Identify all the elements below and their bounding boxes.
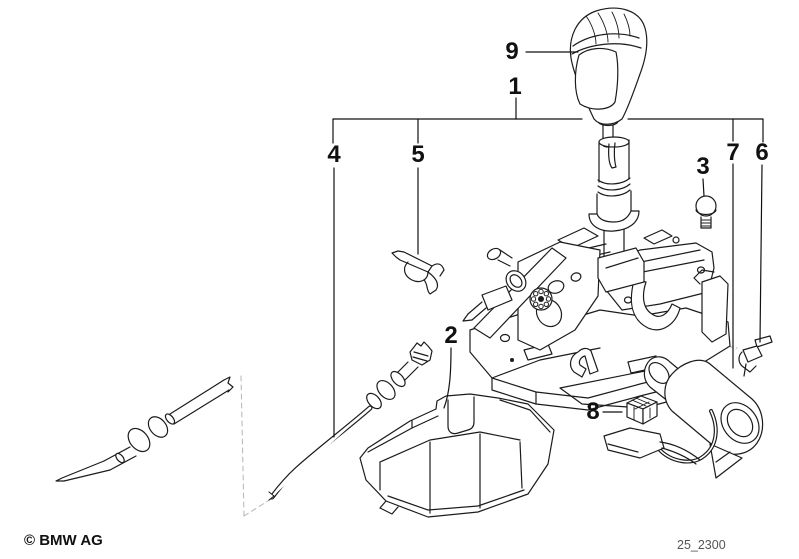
shift-mechanism-assembly-drawing <box>462 225 731 411</box>
ball-bolt-drawing <box>695 195 717 229</box>
spring-clip-drawing <box>391 250 445 295</box>
bowden-cable-left-segment-drawing <box>55 376 234 482</box>
callout-2: 2 <box>444 322 458 349</box>
callout-4: 4 <box>327 141 341 168</box>
callout-6: 6 <box>755 139 769 166</box>
copyright-text: © BMW AG <box>24 532 103 549</box>
callout-3: 3 <box>696 153 710 180</box>
plug-connector-drawing <box>626 395 658 425</box>
solenoid-wire-drawing <box>656 409 718 464</box>
flat-connector-drawing <box>603 427 701 465</box>
cover-bracket-drawing <box>359 393 555 518</box>
callout-7: 7 <box>726 139 740 166</box>
shift-knob-drawing <box>569 7 648 125</box>
callout-leader-lines <box>332 51 764 438</box>
retaining-clip-drawing <box>738 335 773 377</box>
callout-5: 5 <box>411 141 425 168</box>
callout-8: 8 <box>586 398 600 425</box>
callout-1: 1 <box>508 73 522 100</box>
drawing-number: 25_2300 <box>677 538 726 552</box>
bowden-cable-right-segment-drawing <box>268 341 433 501</box>
solenoid-drawing <box>643 356 764 479</box>
callout-9: 9 <box>505 38 519 65</box>
